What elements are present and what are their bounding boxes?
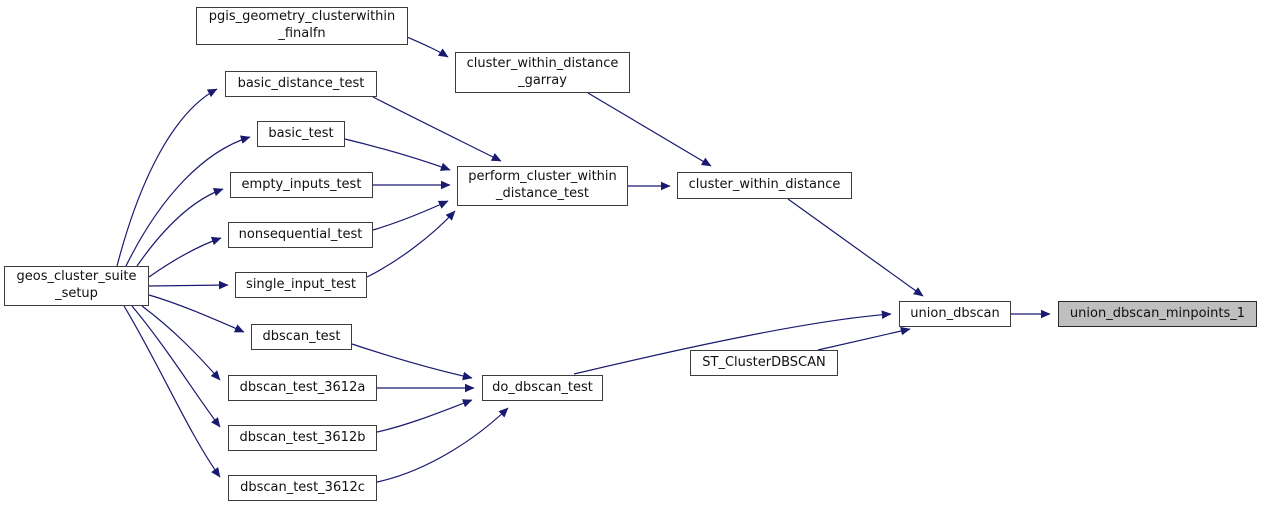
node-empty_inputs_test[interactable]: empty_inputs_test (230, 172, 373, 198)
edge-geos_cluster_suite_setup-to-dbscan_test_3612a (141, 305, 221, 381)
edge-cluster_within_distance-to-union_dbscan (787, 198, 924, 297)
edge-geos_cluster_suite_setup-to-basic_test (125, 135, 251, 267)
node-dbscan_test_3612a[interactable]: dbscan_test_3612a (228, 375, 377, 401)
node-union_dbscan[interactable]: union_dbscan (899, 301, 1011, 327)
edge-geos_cluster_suite_setup-to-nonsequential_test (148, 236, 222, 278)
edge-geos_cluster_suite_setup-to-empty_inputs_test (136, 188, 224, 267)
node-dbscan_test[interactable]: dbscan_test (251, 324, 352, 350)
edge-geos_cluster_suite_setup-to-dbscan_test_3612c (123, 305, 221, 478)
node-nonsequential_test[interactable]: nonsequential_test (228, 222, 373, 248)
node-perform_cluster_within_distance_test[interactable]: perform_cluster_within _distance_test (457, 166, 628, 206)
edge-dbscan_test_3612c-to-do_dbscan_test (376, 407, 509, 483)
node-do_dbscan_test[interactable]: do_dbscan_test (482, 375, 603, 401)
edge-dbscan_test-to-do_dbscan_test (351, 343, 473, 381)
edge-geos_cluster_suite_setup-to-basic_distance_test (116, 88, 218, 267)
node-union_dbscan_minpoints_1: union_dbscan_minpoints_1 (1058, 301, 1257, 327)
edge-pgis_geometry_clusterwithin_finalfn-to-cluster_within_distance_garray (406, 36, 449, 58)
node-pgis_geometry_clusterwithin_finalfn[interactable]: pgis_geometry_clusterwithin _finalfn (196, 7, 408, 45)
edge-geos_cluster_suite_setup-to-dbscan_test (148, 294, 245, 333)
edge-basic_distance_test-to-perform_cluster_within_distance_test (372, 96, 502, 162)
node-dbscan_test_3612c[interactable]: dbscan_test_3612c (228, 475, 377, 501)
node-cluster_within_distance_garray[interactable]: cluster_within_distance _garray (455, 52, 630, 93)
node-basic_test[interactable]: basic_test (257, 121, 345, 147)
node-single_input_test[interactable]: single_input_test (235, 272, 367, 298)
edge-geos_cluster_suite_setup-to-dbscan_test_3612b (131, 305, 221, 428)
node-cluster_within_distance[interactable]: cluster_within_distance (677, 172, 852, 199)
node-geos_cluster_suite_setup[interactable]: geos_cluster_suite _setup (4, 266, 149, 306)
edge-nonsequential_test-to-perform_cluster_within_distance_test (372, 200, 449, 231)
edge-geos_cluster_suite_setup-to-single_input_test (148, 280, 229, 290)
edge-basic_test-to-perform_cluster_within_distance_test (344, 138, 451, 171)
node-dbscan_test_3612b[interactable]: dbscan_test_3612b (228, 425, 377, 451)
node-ST_ClusterDBSCAN[interactable]: ST_ClusterDBSCAN (690, 350, 838, 376)
edge-single_input_test-to-perform_cluster_within_distance_test (366, 210, 456, 278)
edge-do_dbscan_test-to-union_dbscan (573, 310, 892, 375)
edge-ST_ClusterDBSCAN-to-union_dbscan (817, 326, 911, 351)
edge-cluster_within_distance_garray-to-cluster_within_distance (587, 92, 712, 167)
node-basic_distance_test[interactable]: basic_distance_test (225, 71, 377, 97)
edge-dbscan_test_3612b-to-do_dbscan_test (376, 399, 473, 433)
